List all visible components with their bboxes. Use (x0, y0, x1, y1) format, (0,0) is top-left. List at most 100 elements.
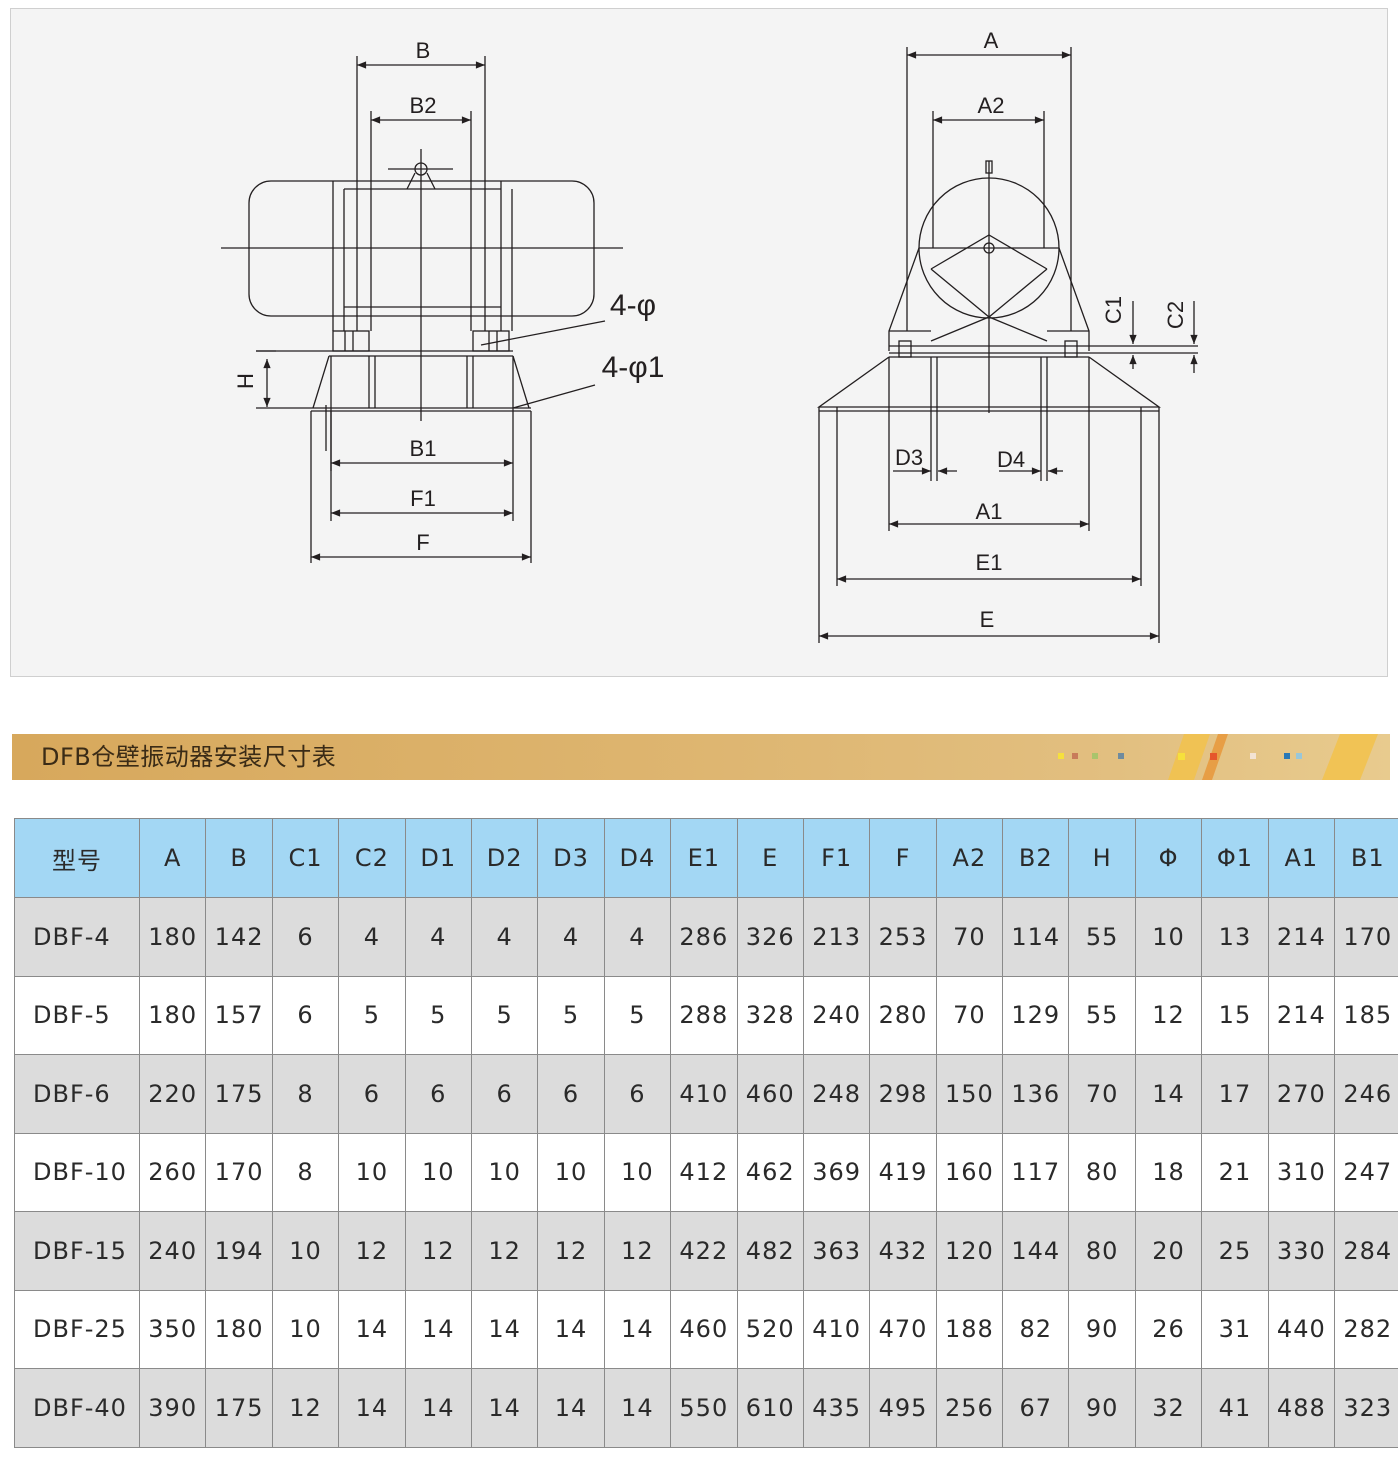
value-cell: 14 (603, 1368, 672, 1448)
value-cell: 170 (1334, 897, 1398, 977)
label-C2: C2 (1163, 301, 1188, 329)
header-col: D2 (470, 818, 539, 898)
value-cell: 70 (1068, 1054, 1136, 1134)
value-cell: 220 (138, 1054, 207, 1134)
value-cell: 419 (869, 1132, 937, 1212)
value-cell: 460 (670, 1289, 738, 1369)
value-cell: 10 (470, 1132, 539, 1212)
value-cell: 470 (869, 1289, 937, 1369)
value-cell: 390 (138, 1368, 207, 1448)
header-col: A1 (1267, 818, 1336, 898)
value-cell: 247 (1334, 1132, 1398, 1212)
value-cell: 5 (537, 975, 605, 1055)
dimension-drawing: B B2 H B1 F1 F 4-φ 4-φ1 (221, 28, 1198, 643)
value-cell: 246 (1334, 1054, 1398, 1134)
value-cell: 150 (935, 1054, 1004, 1134)
value-cell: 82 (1002, 1289, 1070, 1369)
value-cell: 18 (1134, 1132, 1203, 1212)
value-cell: 12 (603, 1211, 672, 1291)
value-cell: 6 (338, 1054, 406, 1134)
value-cell: 330 (1267, 1211, 1336, 1291)
value-cell: 6 (470, 1054, 539, 1134)
value-cell: 15 (1201, 975, 1269, 1055)
value-cell: 12 (537, 1211, 605, 1291)
label-F: F (416, 530, 429, 555)
value-cell: 288 (670, 975, 738, 1055)
value-cell: 286 (670, 897, 738, 977)
value-cell: 256 (935, 1368, 1004, 1448)
value-cell: 488 (1267, 1368, 1336, 1448)
value-cell: 117 (1002, 1132, 1070, 1212)
value-cell: 10 (537, 1132, 605, 1212)
value-cell: 12 (404, 1211, 472, 1291)
value-cell: 4 (404, 897, 472, 977)
value-cell: 4 (470, 897, 539, 977)
value-cell: 10 (271, 1211, 340, 1291)
value-cell: 5 (603, 975, 672, 1055)
value-cell: 20 (1134, 1211, 1203, 1291)
value-cell: 610 (736, 1368, 804, 1448)
value-cell: 326 (736, 897, 804, 977)
value-cell: 440 (1267, 1289, 1336, 1369)
header-col: A (138, 818, 207, 898)
model-cell: DBF-6 (14, 1054, 140, 1134)
value-cell: 12 (338, 1211, 406, 1291)
model-cell: DBF-15 (14, 1211, 140, 1291)
header-col: E (736, 818, 804, 898)
value-cell: 12 (470, 1211, 539, 1291)
value-cell: 422 (670, 1211, 738, 1291)
model-cell: DBF-10 (14, 1132, 140, 1212)
value-cell: 4 (537, 897, 605, 977)
value-cell: 12 (1134, 975, 1203, 1055)
value-cell: 520 (736, 1289, 804, 1369)
value-cell: 14 (470, 1368, 539, 1448)
value-cell: 495 (869, 1368, 937, 1448)
label-D3: D3 (895, 445, 923, 470)
value-cell: 10 (338, 1132, 406, 1212)
label-D4: D4 (997, 447, 1025, 472)
value-cell: 460 (736, 1054, 804, 1134)
value-cell: 13 (1201, 897, 1269, 977)
value-cell: 412 (670, 1132, 738, 1212)
value-cell: 142 (205, 897, 273, 977)
header-col: B1 (1334, 818, 1398, 898)
value-cell: 550 (670, 1368, 738, 1448)
value-cell: 5 (404, 975, 472, 1055)
value-cell: 129 (1002, 975, 1070, 1055)
value-cell: 14 (603, 1289, 672, 1369)
label-A1: A1 (976, 499, 1003, 524)
value-cell: 432 (869, 1211, 937, 1291)
value-cell: 482 (736, 1211, 804, 1291)
value-cell: 260 (138, 1132, 207, 1212)
header-col: Φ (1134, 818, 1203, 898)
value-cell: 14 (338, 1289, 406, 1369)
value-cell: 282 (1334, 1289, 1398, 1369)
value-cell: 435 (802, 1368, 871, 1448)
header-col: D1 (404, 818, 472, 898)
value-cell: 280 (869, 975, 937, 1055)
value-cell: 160 (935, 1132, 1004, 1212)
value-cell: 70 (935, 897, 1004, 977)
value-cell: 240 (138, 1211, 207, 1291)
value-cell: 12 (271, 1368, 340, 1448)
value-cell: 170 (205, 1132, 273, 1212)
value-cell: 363 (802, 1211, 871, 1291)
value-cell: 26 (1134, 1289, 1203, 1369)
value-cell: 120 (935, 1211, 1004, 1291)
label-H: H (233, 373, 258, 389)
value-cell: 175 (205, 1054, 273, 1134)
model-cell: DBF-5 (14, 975, 140, 1055)
header-col: D3 (537, 818, 605, 898)
value-cell: 14 (1134, 1054, 1203, 1134)
value-cell: 284 (1334, 1211, 1398, 1291)
value-cell: 410 (670, 1054, 738, 1134)
value-cell: 10 (271, 1289, 340, 1369)
section-title-bar: DFB仓壁振动器安装尺寸表 (12, 734, 1390, 780)
value-cell: 175 (205, 1368, 273, 1448)
value-cell: 10 (1134, 897, 1203, 977)
